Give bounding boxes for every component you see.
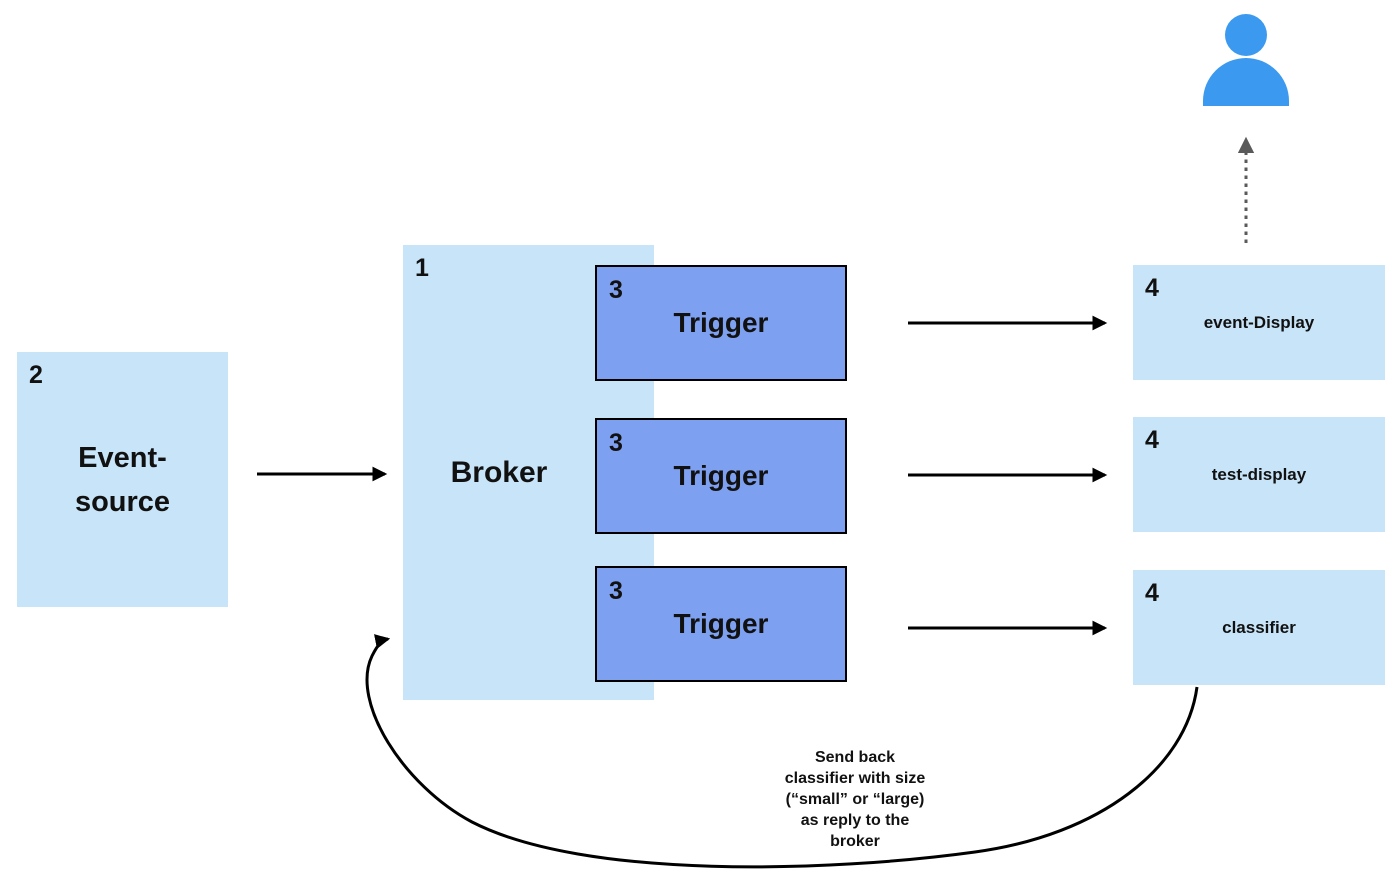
trigger-node-2: 3 Trigger (595, 418, 847, 534)
trigger-node-3: 3 Trigger (595, 566, 847, 682)
trigger-label: Trigger (673, 608, 769, 639)
event-source-number: 2 (29, 361, 43, 389)
trigger-label: Trigger (673, 307, 769, 338)
broker-number: 1 (415, 254, 429, 282)
test-display-node: 4 test-display (1133, 417, 1385, 532)
broker-label: Broker (450, 455, 548, 489)
service-number: 4 (1145, 579, 1159, 607)
person-icon (1203, 12, 1289, 106)
service-number: 4 (1145, 274, 1159, 302)
test-display-label: test-display (1211, 464, 1307, 484)
event-display-label: event-Display (1203, 312, 1315, 332)
classifier-label: classifier (1222, 617, 1296, 637)
trigger-number: 3 (609, 577, 623, 605)
event-source-node: 2 Event- source (17, 352, 228, 607)
person-body (1203, 58, 1289, 106)
classifier-node: 4 classifier (1133, 570, 1385, 685)
trigger-number: 3 (609, 276, 623, 304)
trigger-node-1: 3 Trigger (595, 265, 847, 381)
service-number: 4 (1145, 426, 1159, 454)
event-display-node: 4 event-Display (1133, 265, 1385, 380)
feedback-annotation: Send back classifier with size (“small” … (784, 749, 926, 850)
trigger-label: Trigger (673, 460, 769, 491)
event-source-label: Event- source (74, 441, 171, 518)
trigger-number: 3 (609, 429, 623, 457)
person-head (1225, 14, 1267, 56)
